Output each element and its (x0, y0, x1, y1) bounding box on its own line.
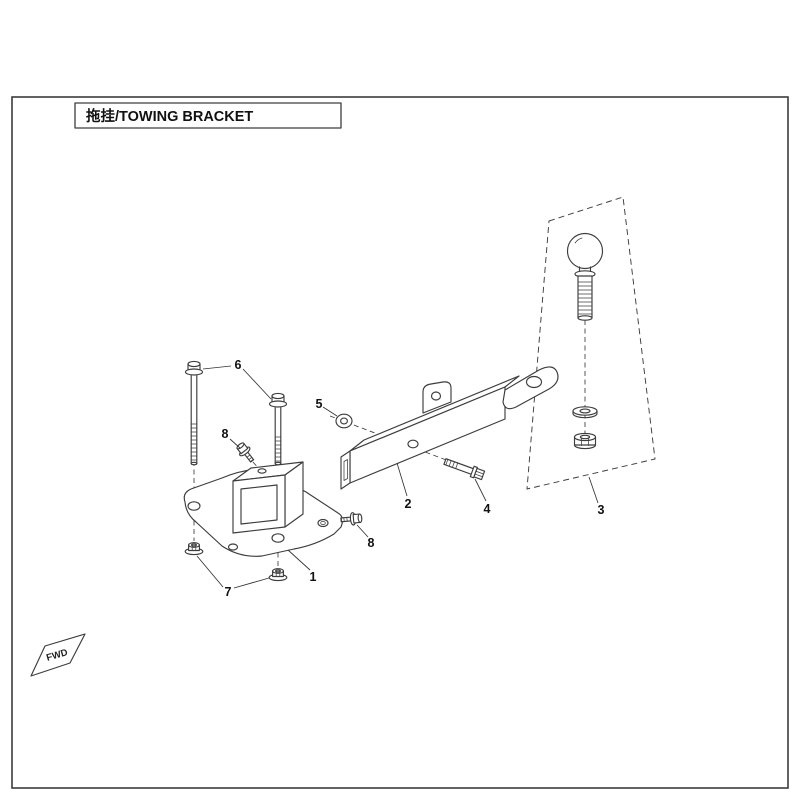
callout-5-leader (322, 406, 338, 417)
callout-4: 4 (484, 502, 491, 516)
page-title: 拖挂/TOWING BRACKET (86, 107, 253, 125)
part-8-bolts (236, 442, 363, 526)
callout-8b-leader (356, 524, 369, 538)
callout-2-leader (396, 462, 408, 497)
small-bolt (340, 512, 363, 526)
ball-nut (573, 432, 597, 450)
page-border (11, 96, 789, 789)
callout-4-leader (474, 478, 487, 502)
callout-1: 1 (310, 570, 317, 584)
callout-8a: 8 (222, 427, 229, 441)
callout-8a-leader (229, 438, 241, 449)
title-box: 拖挂/TOWING BRACKET (74, 102, 342, 129)
part-7-nuts (184, 542, 288, 582)
callout-6: 6 (235, 358, 242, 372)
part-1-bracket-plate (183, 461, 344, 557)
part-5-washer (335, 413, 353, 429)
callout-3: 3 (598, 503, 605, 517)
callout-2: 2 (405, 497, 412, 511)
callout-6-leader (202, 365, 272, 400)
callout-7: 7 (225, 585, 232, 599)
part-2-hitch-bar (340, 366, 559, 490)
fwd-label: FWD (45, 647, 69, 664)
part-3-dashed-box (526, 196, 656, 490)
callout-8b: 8 (368, 536, 375, 550)
flange-bolt-long (184, 360, 204, 466)
ball-washer (572, 406, 598, 419)
flange-bolt-short (268, 392, 288, 466)
small-bolt (236, 442, 255, 463)
callouts: 1 2 3 4 5 6 7 8 8 (196, 358, 605, 599)
callout-7-leader (196, 555, 270, 589)
callout-5: 5 (316, 397, 323, 411)
callout-3-leader (588, 476, 599, 504)
callout-1-leader (287, 549, 311, 571)
fwd-marker: FWD (30, 633, 86, 677)
part-3-hitch-ball (566, 232, 604, 450)
flange-nut (268, 568, 288, 582)
flange-nut (184, 542, 204, 556)
part-4-bolt (443, 458, 486, 481)
part-6-bolts (184, 360, 288, 466)
